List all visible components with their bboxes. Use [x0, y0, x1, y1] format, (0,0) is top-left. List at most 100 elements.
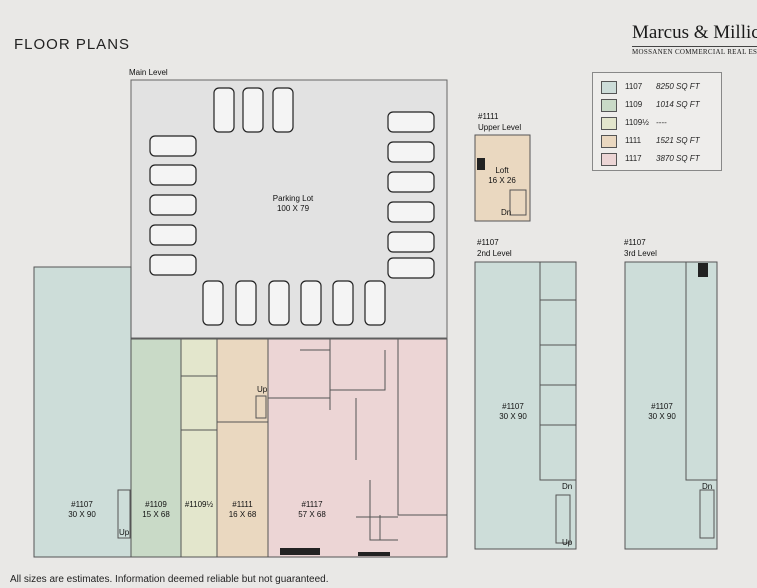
wall-block	[477, 158, 485, 170]
car-icon	[364, 280, 386, 326]
legend-unit: 1107	[625, 82, 643, 91]
unit-name: #1109½	[184, 500, 214, 509]
stair-label: Up	[119, 528, 130, 537]
car-icon	[202, 280, 224, 326]
unit-label: #1109½	[181, 500, 217, 510]
legend-row: 1111 1521 SQ FT	[601, 134, 716, 148]
stairs	[255, 395, 267, 419]
main-level-heading: Main Level	[129, 68, 168, 77]
unit-1109-half	[180, 338, 218, 558]
second-level-heading: 2nd Level	[477, 249, 512, 258]
car-icon	[149, 224, 197, 246]
unit-1111	[216, 338, 269, 558]
car-icon	[149, 194, 197, 216]
legend-swatch	[601, 153, 617, 166]
unit-name: #1107	[71, 500, 93, 509]
page-title: FLOOR PLANS	[14, 36, 131, 53]
legend-size: ----	[656, 118, 667, 127]
unit-name: #1111	[232, 500, 253, 509]
unit-dims: 57 X 68	[298, 510, 326, 519]
legend-swatch	[601, 99, 617, 112]
parking-label: Parking Lot 100 X 79	[263, 194, 323, 214]
car-icon	[272, 87, 294, 133]
stairs	[555, 494, 571, 544]
car-icon	[268, 280, 290, 326]
legend-unit: 1109	[625, 100, 643, 109]
brand-subtitle: MOSSANEN COMMERCIAL REAL ESTATE	[632, 46, 757, 56]
legend-unit: 1109½	[625, 118, 649, 127]
car-icon	[235, 280, 257, 326]
upper-level-unit: #1111	[478, 112, 499, 121]
wall-block	[280, 548, 320, 555]
legend-size: 8250 SQ FT	[656, 82, 700, 91]
unit-dims: 16 X 68	[228, 510, 257, 519]
stairs	[699, 489, 715, 539]
car-icon	[332, 280, 354, 326]
car-icon	[387, 201, 435, 223]
legend-row: 1107 8250 SQ FT	[601, 80, 716, 94]
car-icon	[387, 257, 435, 279]
unit-name: #1117	[301, 500, 323, 509]
car-icon	[242, 87, 264, 133]
legend-size: 3870 SQ FT	[656, 154, 700, 163]
parking-dims: 100 X 79	[276, 204, 310, 213]
legend-row: 1109 1014 SQ FT	[601, 98, 716, 112]
legend-swatch	[601, 81, 617, 94]
legend-size: 1521 SQ FT	[656, 136, 700, 145]
unit-1109	[130, 338, 182, 558]
unit-dims: 30 X 90	[648, 412, 676, 421]
legend-row: 1109½ ----	[601, 116, 716, 130]
legend-size: 1014 SQ FT	[656, 100, 700, 109]
legend-unit: 1111	[625, 136, 642, 145]
unit-1111-upper	[474, 134, 531, 222]
stairs	[117, 489, 131, 539]
car-icon	[149, 135, 197, 157]
car-icon	[387, 141, 435, 163]
loft-room: Loft	[495, 166, 509, 175]
unit-1117	[267, 338, 448, 558]
car-icon	[387, 231, 435, 253]
upper-level-heading: Upper Level	[478, 123, 522, 132]
parking-name: Parking Lot	[272, 194, 314, 203]
unit-name: #1107	[502, 402, 524, 411]
stair-label: Up	[562, 538, 573, 547]
third-level-heading: 3rd Level	[624, 249, 657, 258]
legend-swatch	[601, 135, 617, 148]
brand-logo: Marcus & Millichap	[632, 22, 757, 43]
unit-1107-main	[33, 266, 132, 558]
unit-1107-3rd	[624, 261, 718, 550]
legend-unit: 1117	[625, 154, 642, 163]
car-icon	[387, 111, 435, 133]
unit-name: #1107	[651, 402, 673, 411]
parking-cars	[149, 87, 435, 326]
wall-block	[698, 263, 708, 277]
car-icon	[149, 164, 197, 186]
interior-walls	[180, 339, 447, 541]
loft-dims: 16 X 26	[488, 176, 516, 185]
car-icon	[300, 280, 322, 326]
car-icon	[387, 171, 435, 193]
unit-dims: 30 X 90	[499, 412, 527, 421]
stair-label: Dn	[562, 482, 573, 491]
legend-swatch	[601, 117, 617, 130]
stair-label: Dn	[501, 208, 512, 217]
wall-block	[358, 552, 390, 556]
legend-row: 1117 3870 SQ FT	[601, 152, 716, 166]
stairs	[509, 189, 527, 216]
stair-label: Up	[257, 385, 268, 394]
third-level-unit: #1107	[624, 238, 646, 247]
interior-walls	[539, 262, 576, 481]
car-icon	[149, 254, 197, 276]
unit-dims: 15 X 68	[142, 510, 170, 519]
unit-name: #1109	[145, 500, 167, 509]
interior-walls	[685, 262, 717, 481]
disclaimer: All sizes are estimates. Information dee…	[10, 574, 329, 585]
